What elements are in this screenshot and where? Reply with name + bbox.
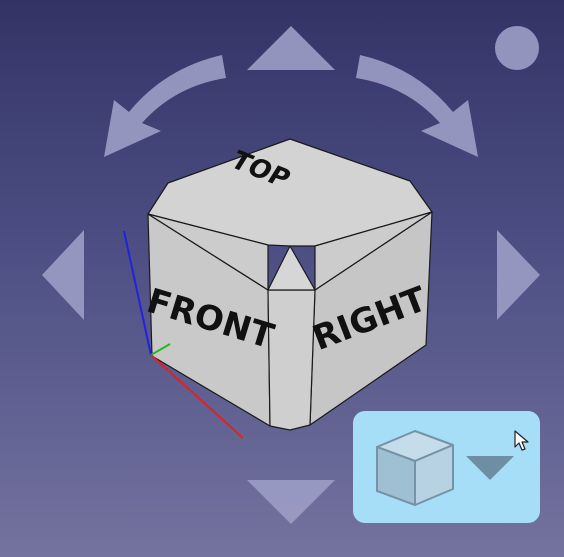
view-menu-button[interactable] bbox=[353, 411, 540, 523]
cube-corner-top-front-right[interactable] bbox=[267, 245, 316, 291]
axis-z-line bbox=[123, 230, 152, 356]
rotate-counterclockwise-icon[interactable] bbox=[104, 55, 226, 157]
rotate-clockwise-icon[interactable] bbox=[356, 55, 478, 157]
axis-x-line bbox=[150, 354, 244, 439]
arrow-right-icon[interactable] bbox=[497, 230, 540, 320]
circle-menu-icon[interactable] bbox=[495, 26, 539, 70]
cube-edge-top-front[interactable] bbox=[147, 213, 269, 291]
arrow-up-icon[interactable] bbox=[247, 26, 335, 70]
axis-y-line bbox=[150, 343, 171, 356]
cube-edge-front-right[interactable] bbox=[267, 289, 316, 431]
mouse-pointer-icon bbox=[514, 430, 529, 451]
caret-down-icon bbox=[466, 456, 514, 480]
cube-edge-top-right[interactable] bbox=[314, 211, 433, 291]
view-cube-icon bbox=[376, 430, 454, 506]
arrow-down-icon[interactable] bbox=[247, 480, 335, 524]
arrow-left-icon[interactable] bbox=[42, 230, 84, 320]
